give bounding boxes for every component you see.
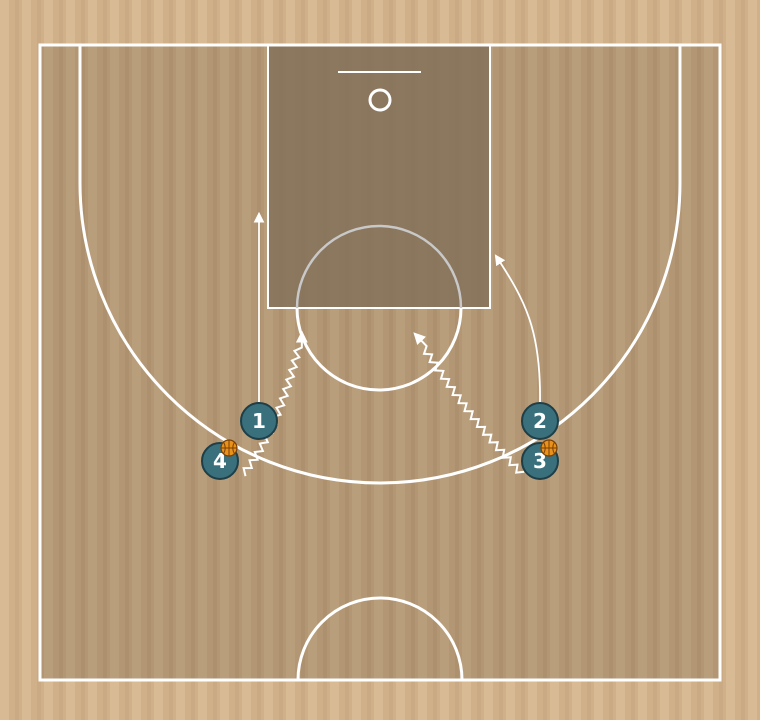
dribble-arrow-player-4 xyxy=(242,330,308,477)
paint-area xyxy=(268,45,490,308)
player-4: 4 xyxy=(201,439,239,480)
basketball-icon xyxy=(540,439,558,457)
player-token xyxy=(521,402,559,440)
lane-lines xyxy=(267,44,491,309)
three-point-line xyxy=(78,45,682,485)
player-number: 4 xyxy=(213,449,227,473)
center-circle xyxy=(296,596,464,681)
basketball-icon xyxy=(220,439,238,457)
players: 1 2 3 4 xyxy=(201,402,559,480)
hoop xyxy=(368,88,392,112)
play-actions xyxy=(242,211,541,477)
free-throw-circle-top xyxy=(295,224,463,309)
player-2: 2 xyxy=(521,402,559,440)
player-3: 3 xyxy=(521,439,559,480)
player-1: 1 xyxy=(240,402,278,440)
player-number: 3 xyxy=(533,449,547,473)
cut-arrow-player-2 xyxy=(494,254,541,403)
player-number: 1 xyxy=(252,409,266,433)
dribble-arrow-player-3 xyxy=(413,332,525,474)
player-token xyxy=(240,402,278,440)
court-lines xyxy=(38,43,722,682)
player-number: 2 xyxy=(533,409,547,433)
free-throw-circle-bottom xyxy=(295,307,463,392)
